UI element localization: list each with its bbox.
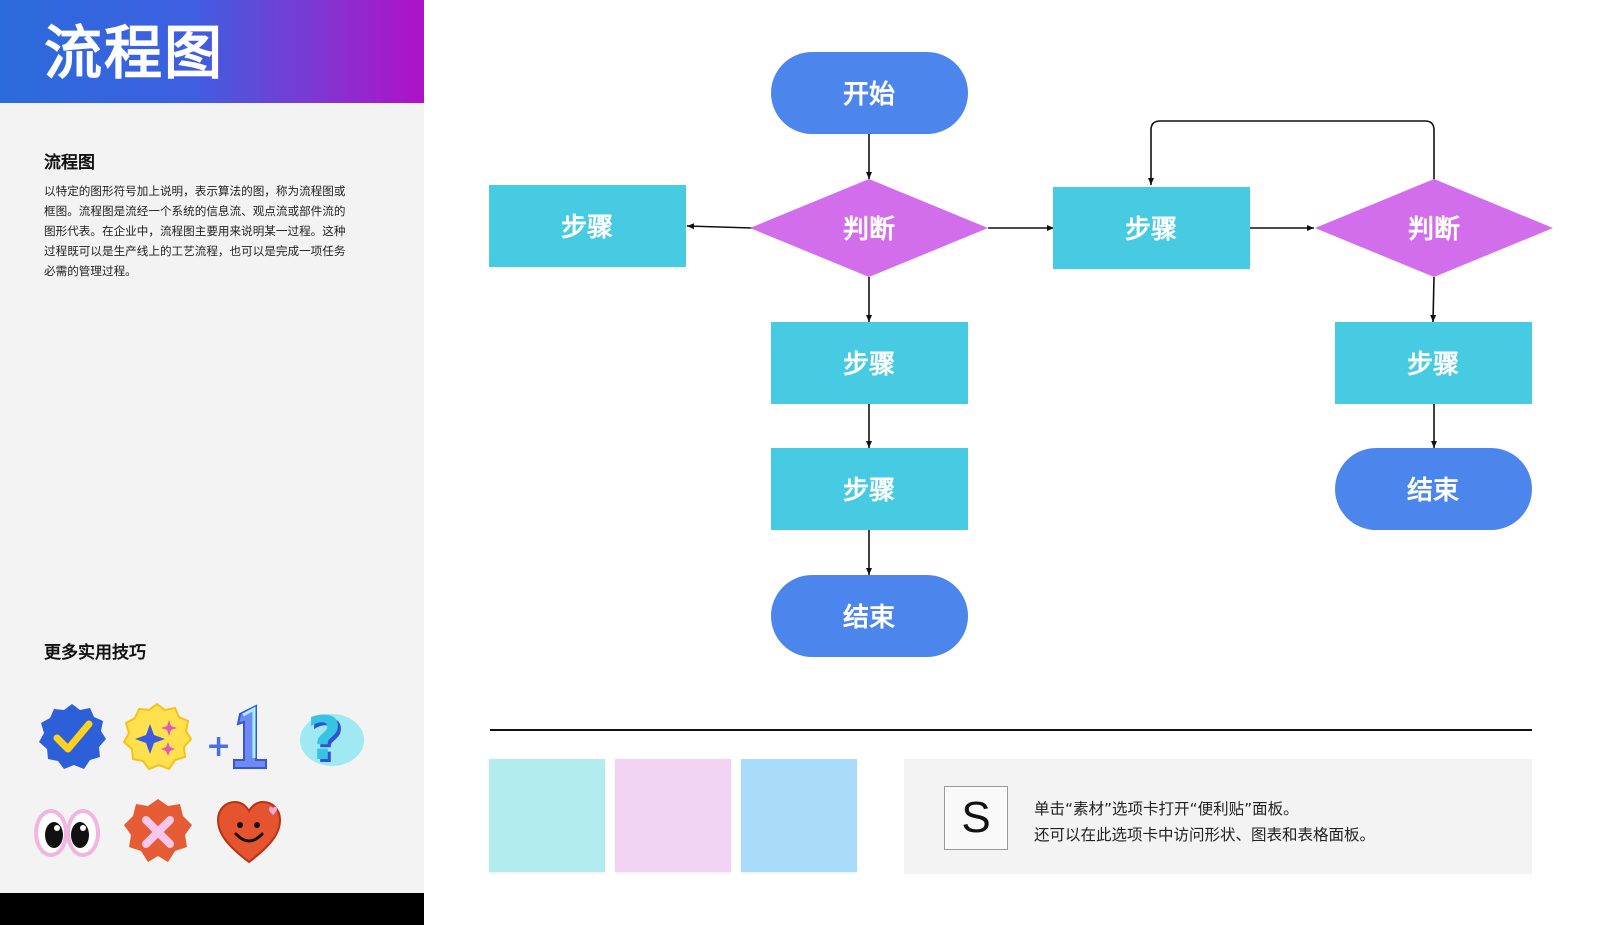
sidebar-panel: 流程图 流程图 以特定的图形符号加上说明，表示算法的图，称为流程图或 框图。流程… bbox=[0, 0, 424, 925]
intro-line: 过程既可以是生产线上的工艺流程，也可以是完成一项任务 bbox=[44, 244, 346, 258]
decision-node[interactable]: 判断 bbox=[750, 179, 988, 277]
sparkle-badge-sticker[interactable] bbox=[122, 702, 192, 772]
page-title: 流程图 bbox=[44, 19, 225, 87]
step-label: 步骤 bbox=[561, 212, 613, 243]
tips-title: 更多实用技巧 bbox=[44, 643, 146, 663]
divider-line bbox=[490, 729, 1532, 731]
header-banner: 流程图 bbox=[0, 0, 424, 103]
plus-one-sticker[interactable]: + bbox=[204, 700, 274, 770]
svg-text:?: ? bbox=[307, 704, 342, 770]
shortcut-tip-line-2: 还可以在此选项卡中访问形状、图表和表格面板。 bbox=[1034, 826, 1376, 844]
intro-line: 框图。流程图是流经一个系统的信息流、观点流或部件流的 bbox=[44, 204, 346, 218]
step-node-right-2[interactable]: 步骤 bbox=[1335, 322, 1532, 404]
step-node-right[interactable]: 步骤 bbox=[1053, 187, 1250, 269]
step-node-left[interactable]: 步骤 bbox=[489, 185, 686, 267]
arrow-decision2-to-step bbox=[1430, 276, 1437, 323]
sticky-note-pink[interactable] bbox=[615, 759, 731, 872]
start-node[interactable]: 开始 bbox=[771, 52, 968, 134]
intro-description: 以特定的图形符号加上说明，表示算法的图，称为流程图或 框图。流程图是流经一个系统… bbox=[44, 181, 380, 281]
end-node[interactable]: 结束 bbox=[771, 575, 968, 657]
eyes-sticker[interactable] bbox=[32, 797, 102, 867]
question-mark-sticker[interactable]: ? ? bbox=[296, 700, 366, 770]
sticky-note-cyan[interactable] bbox=[489, 759, 605, 872]
intro-line: 必需的管理过程。 bbox=[44, 264, 137, 278]
decision-label: 判断 bbox=[1408, 214, 1460, 245]
end-label: 结束 bbox=[843, 602, 896, 633]
decision-node-2[interactable]: 判断 bbox=[1315, 179, 1553, 277]
end-node-2[interactable]: 结束 bbox=[1335, 448, 1532, 530]
shortcut-tip-panel: S 单击“素材”选项卡打开“便利贴”面板。 还可以在此选项卡中访问形状、图表和表… bbox=[904, 759, 1532, 874]
arrow-loop-back bbox=[1148, 120, 1435, 185]
step-label: 步骤 bbox=[1407, 349, 1459, 380]
keyboard-key-s: S bbox=[944, 786, 1008, 850]
step-label: 步骤 bbox=[1125, 214, 1177, 245]
heart-smile-sticker[interactable] bbox=[214, 798, 284, 868]
svg-text:+: + bbox=[206, 729, 231, 764]
step-node-mid-2[interactable]: 步骤 bbox=[771, 448, 968, 530]
x-badge-sticker[interactable] bbox=[123, 797, 193, 867]
step-node-mid[interactable]: 步骤 bbox=[771, 322, 968, 404]
svg-text:?: ? bbox=[310, 707, 345, 770]
end-label: 结束 bbox=[1407, 475, 1460, 506]
shortcut-tip-line-1: 单击“素材”选项卡打开“便利贴”面板。 bbox=[1034, 800, 1299, 818]
bottom-bar bbox=[0, 893, 424, 925]
check-badge-sticker[interactable] bbox=[37, 702, 107, 772]
intro-line: 以特定的图形符号加上说明，表示算法的图，称为流程图或 bbox=[44, 184, 346, 198]
step-label: 步骤 bbox=[843, 349, 895, 380]
step-label: 步骤 bbox=[843, 475, 895, 506]
connectors bbox=[686, 120, 1437, 575]
start-label: 开始 bbox=[843, 80, 895, 110]
sticky-note-blue[interactable] bbox=[741, 759, 857, 872]
decision-label: 判断 bbox=[843, 214, 895, 245]
intro-line: 图形代表。在企业中，流程图主要用来说明某一过程。这种 bbox=[44, 224, 346, 238]
intro-title: 流程图 bbox=[44, 153, 95, 173]
arrow-decision-to-left-step bbox=[686, 223, 753, 230]
